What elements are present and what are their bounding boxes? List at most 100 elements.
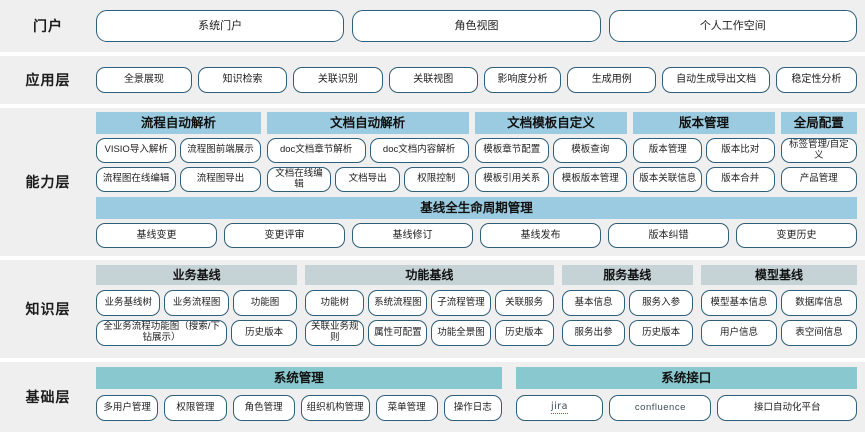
knowledge-group-rows-1: 功能树系统流程图子流程管理关联服务关联业务规则属性可配置功能全景图历史版本 [305,290,554,346]
capability-item-0-1-1[interactable]: 流程图导出 [180,167,261,192]
capability-item-1-0-0[interactable]: doc文档章节解析 [266,138,366,163]
knowledge-line-1-0: 功能树系统流程图子流程管理关联服务 [305,290,554,316]
knowledge-group-rows-2: 基本信息服务入参服务出参历史版本 [561,290,693,346]
foundation-item-0-5[interactable]: 操作日志 [443,395,502,421]
knowledge-group-rows-3: 模型基本信息数据库信息用户信息表空间信息 [700,290,858,346]
knowledge-item-0-0-1[interactable]: 业务流程图 [164,290,229,316]
capability-group-title-2: 文档模板自定义 [474,112,628,134]
row-label-foundation: 基础层 [25,389,71,405]
capability-item-2-1-1[interactable]: 模板版本管理 [553,167,628,192]
knowledge-group-2: 服务基线基本信息服务入参服务出参历史版本 [561,265,693,346]
portal-item-1[interactable]: 角色视图 [352,10,601,42]
foundation-item-1-0[interactable]: jira [515,395,604,421]
capability-item-1-0-1[interactable]: doc文档内容解析 [369,138,469,163]
knowledge-item-1-1-1[interactable]: 属性可配置 [368,320,428,346]
application-item-4[interactable]: 影响度分析 [483,67,562,93]
portal-item-2[interactable]: 个人工作空间 [608,10,857,42]
row-body-knowledge: 业务基线业务基线树业务流程图功能图全业务流程功能图（搜索/下钻展示）历史版本功能… [96,260,865,358]
knowledge-item-1-0-1[interactable]: 系统流程图 [368,290,428,316]
foundation-group-title-1: 系统接口 [515,367,857,389]
foundation-item-0-2[interactable]: 角色管理 [232,395,295,421]
application-item-0[interactable]: 全景展现 [96,67,192,93]
capability-item-3-0-0[interactable]: 版本管理 [633,138,702,163]
application-item-5[interactable]: 生成用例 [567,67,657,93]
capability-line-4-0: 标签管理/自定义 [780,138,857,163]
capability-group-4: 全局配置标签管理/自定义产品管理 [780,112,857,192]
knowledge-group-1: 功能基线功能树系统流程图子流程管理关联服务关联业务规则属性可配置功能全景图历史版… [305,265,554,346]
row-body-application: 全景展现知识检索关联识别关联视图影响度分析生成用例自动生成导出文档稳定性分析 [96,62,865,98]
lifecycle-item-4[interactable]: 版本纠错 [608,223,729,248]
knowledge-item-1-0-0[interactable]: 功能树 [305,290,365,316]
application-item-list: 全景展现知识检索关联识别关联视图影响度分析生成用例自动生成导出文档稳定性分析 [96,67,857,93]
foundation-item-1-1[interactable]: confluence [609,395,712,421]
application-item-6[interactable]: 自动生成导出文档 [662,67,770,93]
knowledge-item-2-1-1[interactable]: 历史版本 [629,320,693,346]
application-item-1[interactable]: 知识检索 [197,67,288,93]
knowledge-item-2-0-0[interactable]: 基本信息 [561,290,626,316]
knowledge-item-0-1-1[interactable]: 历史版本 [231,320,298,346]
capability-item-1-1-2[interactable]: 权限控制 [403,167,469,192]
knowledge-group-title-0: 业务基线 [96,265,298,285]
capability-item-1-1-1[interactable]: 文档导出 [335,167,400,192]
application-item-7[interactable]: 稳定性分析 [775,67,857,93]
capability-group-2: 文档模板自定义模板章节配置模板查询模板引用关系模板版本管理 [474,112,628,192]
capability-line-2-1: 模板引用关系模板版本管理 [474,167,628,192]
application-item-3[interactable]: 关联视图 [388,67,478,93]
knowledge-item-1-0-2[interactable]: 子流程管理 [431,290,491,316]
foundation-item-0-1[interactable]: 权限管理 [164,395,227,421]
knowledge-group-0: 业务基线业务基线树业务流程图功能图全业务流程功能图（搜索/下钻展示）历史版本 [96,265,298,346]
knowledge-item-0-0-2[interactable]: 功能图 [232,290,298,316]
foundation-item-0-3[interactable]: 组织机构管理 [300,395,370,421]
knowledge-item-3-0-1[interactable]: 数据库信息 [781,290,858,316]
lifecycle-item-0[interactable]: 基线变更 [96,223,217,248]
lifecycle-item-2[interactable]: 基线修订 [352,223,473,248]
capability-item-2-0-1[interactable]: 模板查询 [553,138,628,163]
lifecycle-item-5[interactable]: 变更历史 [736,223,857,248]
capability-group-title-1: 文档自动解析 [266,112,469,134]
capability-group-3: 版本管理版本管理版本比对版本关联信息版本合并 [633,112,775,192]
knowledge-item-1-1-0[interactable]: 关联业务规则 [305,320,365,346]
knowledge-line-0-0: 业务基线树业务流程图功能图 [96,290,298,316]
capability-item-4-1-0[interactable]: 产品管理 [780,167,857,192]
capability-item-1-1-0[interactable]: 文档在线编辑 [266,167,332,192]
capability-item-4-0-0[interactable]: 标签管理/自定义 [780,138,857,163]
capability-item-2-1-0[interactable]: 模板引用关系 [474,167,549,192]
capability-item-3-1-0[interactable]: 版本关联信息 [633,167,702,192]
row-body-portal: 系统门户角色视图个人工作空间 [96,5,865,47]
capability-item-0-0-0[interactable]: VISIO导入解析 [96,138,177,163]
knowledge-line-3-0: 模型基本信息数据库信息 [700,290,858,316]
knowledge-item-3-1-1[interactable]: 表空间信息 [781,320,858,346]
foundation-item-1-2[interactable]: 接口自动化平台 [717,395,857,421]
foundation-item-list-0: 多用户管理权限管理角色管理组织机构管理菜单管理操作日志 [96,395,502,421]
capability-item-3-1-1[interactable]: 版本合并 [706,167,775,192]
row-label-application: 应用层 [25,72,71,88]
capability-line-0-0: VISIO导入解析流程图前端展示 [96,138,261,163]
knowledge-item-0-1-0[interactable]: 全业务流程功能图（搜索/下钻展示） [96,320,228,346]
knowledge-item-2-1-0[interactable]: 服务出参 [561,320,626,346]
knowledge-line-2-1: 服务出参历史版本 [561,320,693,346]
lifecycle-item-3[interactable]: 基线发布 [480,223,601,248]
knowledge-item-1-0-3[interactable]: 关联服务 [494,290,554,316]
capability-item-3-0-1[interactable]: 版本比对 [706,138,775,163]
knowledge-item-1-1-3[interactable]: 历史版本 [494,320,554,346]
knowledge-item-3-0-0[interactable]: 模型基本信息 [700,290,777,316]
foundation-item-0-4[interactable]: 菜单管理 [375,395,438,421]
capability-item-0-0-1[interactable]: 流程图前端展示 [180,138,261,163]
application-item-2[interactable]: 关联识别 [293,67,383,93]
capability-item-2-0-0[interactable]: 模板章节配置 [474,138,549,163]
knowledge-item-3-1-0[interactable]: 用户信息 [700,320,777,346]
knowledge-item-2-0-1[interactable]: 服务入参 [629,290,693,316]
row-label-portal: 门户 [33,18,63,34]
foundation-item-0-0[interactable]: 多用户管理 [96,395,159,421]
portal-item-0[interactable]: 系统门户 [96,10,345,42]
knowledge-group-list: 业务基线业务基线树业务流程图功能图全业务流程功能图（搜索/下钻展示）历史版本功能… [96,265,858,346]
lifecycle-item-1[interactable]: 变更评审 [224,223,345,248]
row-application: 应用层 全景展现知识检索关联识别关联视图影响度分析生成用例自动生成导出文档稳定性… [0,56,865,104]
knowledge-item-0-0-0[interactable]: 业务基线树 [96,290,161,316]
capability-item-0-1-0[interactable]: 流程图在线编辑 [96,167,177,192]
knowledge-item-1-1-2[interactable]: 功能全景图 [431,320,491,346]
